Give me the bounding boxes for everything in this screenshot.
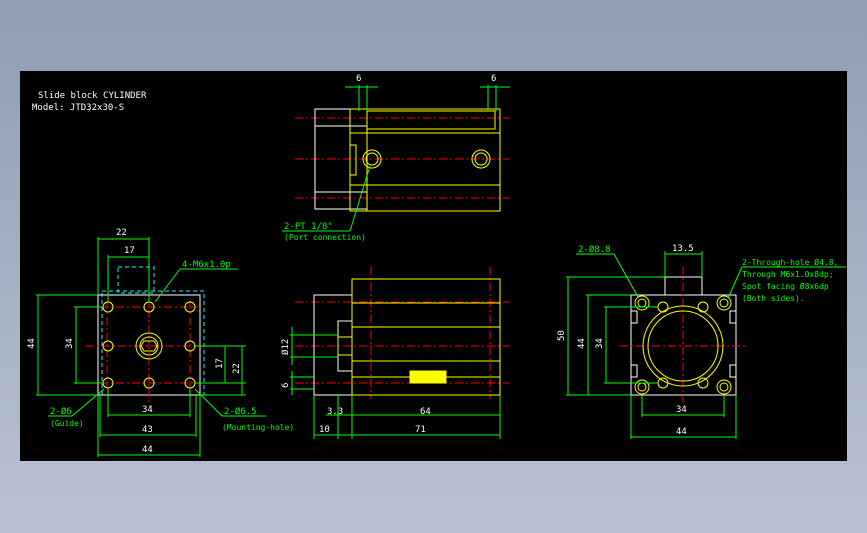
front-dim-10: 10 — [319, 425, 330, 435]
left-dim-34-bottom: 34 — [142, 405, 153, 415]
left-dim-44: 44 — [27, 338, 37, 349]
right-dim-34-bottom: 34 — [676, 405, 687, 415]
guide-label: 2-Ø6 — [50, 406, 72, 417]
front-dim-12: Ø12 — [280, 339, 291, 355]
port-label: 2-PT 1/8" — [284, 222, 333, 232]
title-line-1: Slide block CYLINDER — [38, 91, 147, 101]
right-dim-44-bottom: 44 — [676, 427, 687, 437]
guide-note: (Guide) — [50, 419, 84, 428]
top-dim-left: 6 — [356, 74, 361, 84]
left-dim-22-right: 22 — [232, 363, 242, 374]
right-dim-13-5: 13.5 — [672, 244, 694, 254]
left-dim-44-bottom: 44 — [142, 445, 153, 455]
front-dim-71: 71 — [415, 425, 426, 435]
top-view: 6 6 2-PT 1/8" (Port connection) — [282, 74, 510, 242]
right-dim-34: 34 — [595, 338, 605, 349]
left-dim-34: 34 — [65, 338, 75, 349]
right-through-line-2: Through M6x1.0x8dp; — [742, 270, 834, 279]
left-dim-43-bottom: 43 — [142, 425, 153, 435]
right-hole-label: 2-Ø8.8 — [578, 244, 611, 255]
right-view: 13.5 2-Ø8.8 2-Through-hole Ø4.8, Through… — [557, 244, 846, 439]
cad-drawing-canvas: Slide block CYLINDER Model: JTD32x30-S 6… — [20, 71, 847, 461]
front-view: Ø12 6 3.3 64 10 71 — [280, 267, 510, 439]
right-through-line-4: (Both sides). — [742, 294, 805, 303]
mount-note: (Mounting-hole) — [222, 423, 294, 432]
left-dim-22-top: 22 — [116, 228, 127, 238]
thread-label: 4-M6x1.0p — [182, 260, 231, 270]
left-dim-17-top: 17 — [124, 246, 135, 256]
title-line-2: Model: JTD32x30-S — [32, 103, 124, 113]
cad-drawing: Slide block CYLINDER Model: JTD32x30-S 6… — [27, 74, 846, 457]
right-dim-50: 50 — [557, 330, 567, 341]
right-dim-44: 44 — [577, 338, 587, 349]
front-dim-3-3: 3.3 — [327, 407, 343, 417]
port-note: (Port connection) — [284, 233, 366, 242]
top-dim-right: 6 — [491, 74, 496, 84]
front-dim-6: 6 — [281, 383, 291, 388]
left-view: 22 17 4-M6x1.0p 44 34 17 22 2-Ø6 (Guide) — [27, 228, 294, 457]
right-through-line-3: Spot facing Ø8x6dp — [742, 281, 829, 291]
front-dim-64: 64 — [420, 407, 431, 417]
left-dim-17-right: 17 — [215, 358, 225, 369]
right-through-line-1: 2-Through-hole Ø4.8, — [742, 257, 838, 267]
mount-label: 2-Ø6.5 — [224, 406, 257, 417]
